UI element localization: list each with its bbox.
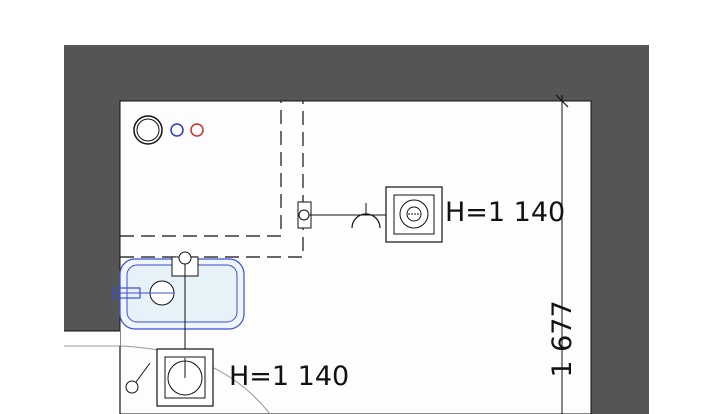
socket-height-label-lower: H=1 140 <box>229 361 349 392</box>
light-switch-icon <box>125 380 139 394</box>
basin-waste-icon <box>178 251 192 265</box>
wall-opening <box>64 331 120 414</box>
pipe-riser-icon <box>133 115 163 145</box>
dimension-label-room-depth: 1 677 <box>547 300 578 377</box>
floor-drain-inner <box>164 356 206 399</box>
wall-socket-inner <box>393 194 435 235</box>
socket-core <box>406 206 422 222</box>
dimension-tick-top <box>555 94 569 108</box>
light-switch-lever <box>135 362 151 383</box>
socket-height-label-upper: H=1 140 <box>445 197 565 228</box>
trap-icon <box>351 213 381 229</box>
shower-tray-outline <box>120 101 282 237</box>
hot-water-valve-icon <box>190 123 204 137</box>
pipe-riser-inner <box>136 118 160 142</box>
shower-tray-outline-outer <box>120 101 304 258</box>
socket-ring <box>399 199 429 229</box>
cold-water-valve-icon <box>170 123 184 137</box>
wall-outlet-icon <box>298 209 310 221</box>
